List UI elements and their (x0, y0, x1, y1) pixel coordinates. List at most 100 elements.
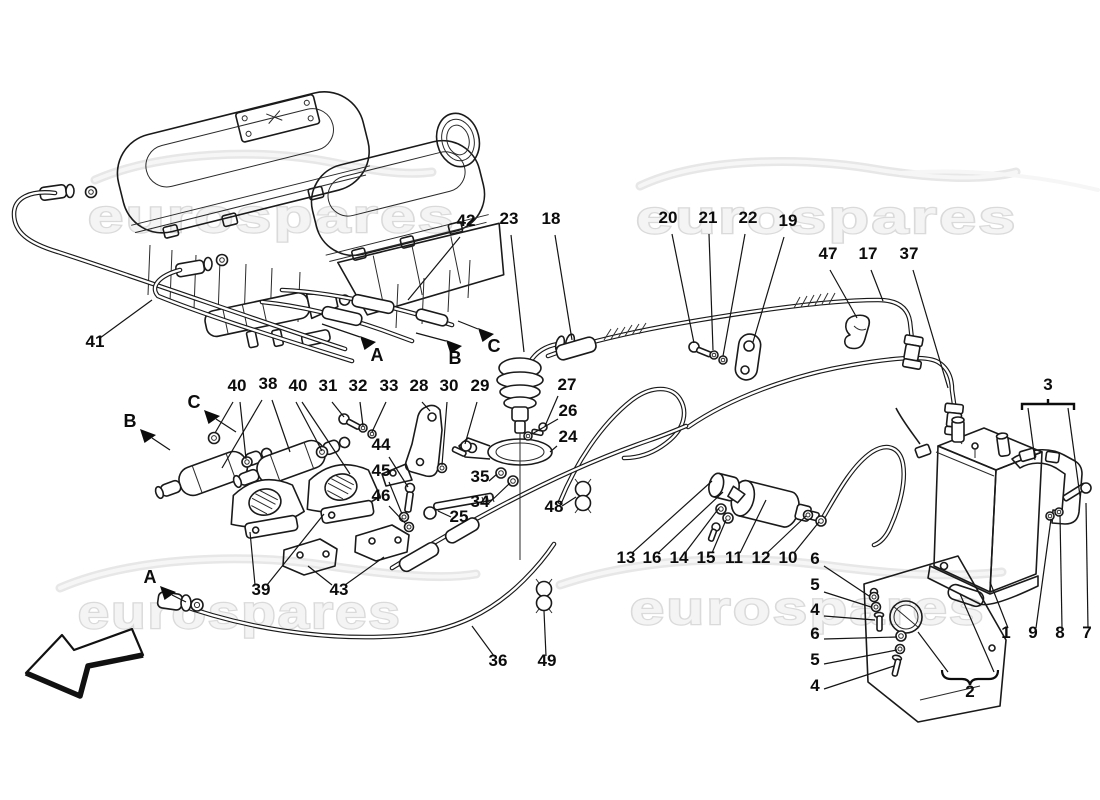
callout-29: 29 (471, 376, 490, 395)
pipe-clamp-49 (535, 578, 553, 614)
leader-line-41 (99, 299, 153, 339)
leader-line-1 (989, 581, 1009, 629)
callout-26: 26 (559, 401, 578, 420)
leader-line-26 (531, 418, 559, 435)
callout-48: 48 (545, 497, 564, 516)
air-valve-23 (496, 333, 576, 560)
callout-11: 11 (725, 548, 743, 567)
leader-line-44 (388, 456, 409, 488)
callout-8: 8 (1055, 623, 1064, 642)
screw-44-washers-45-46 (398, 482, 416, 533)
components (154, 314, 1092, 723)
mounting-plate-2 (863, 555, 1007, 723)
screws-4-5-6-upper (868, 591, 885, 632)
letter-label-C: C (188, 392, 201, 412)
leader-line-9 (1035, 518, 1052, 629)
leader-line-16 (657, 491, 724, 554)
fittings-12-10 (802, 509, 827, 527)
callout-37: 37 (900, 244, 919, 263)
arrowhead-icon-A (160, 586, 176, 600)
callout-23: 23 (500, 209, 519, 228)
leader-line-49 (543, 610, 547, 657)
callout-6: 6 (810, 624, 819, 643)
top-plate (235, 93, 321, 143)
fitting-37-upper (901, 334, 924, 370)
check-valve-1 (154, 447, 273, 500)
callout-41: 41 (86, 332, 105, 351)
pipe-s-center (557, 386, 687, 505)
leader-line-40 (214, 401, 234, 434)
leader-line-3 (1067, 407, 1081, 497)
watermark-text: eurospares (630, 582, 986, 634)
callout-33: 33 (380, 376, 399, 395)
leader-line-5 (823, 591, 872, 608)
callout-7: 7 (1082, 623, 1091, 642)
callout-6: 6 (810, 549, 819, 568)
callout-43: 43 (330, 580, 349, 599)
hose-10 (821, 444, 907, 548)
callout-24: 24 (559, 427, 578, 446)
leader-line-45 (388, 481, 403, 515)
screw-20-21-22 (688, 341, 728, 365)
pipe-36 (169, 541, 557, 640)
leader-line-22 (722, 233, 746, 357)
leader-line-6 (823, 636, 898, 640)
leader-line-46 (388, 505, 407, 525)
bolt-25 (423, 492, 495, 520)
callout-5: 5 (810, 575, 819, 594)
callout-14: 14 (670, 548, 689, 567)
callout-25: 25 (450, 507, 469, 526)
callout-17: 17 (859, 244, 878, 263)
callout-1: 1 (1001, 623, 1010, 642)
callout-39: 39 (252, 580, 271, 599)
callout-20: 20 (659, 208, 678, 227)
callout-44: 44 (372, 435, 391, 454)
callout-12: 12 (752, 548, 771, 567)
bolt-7-washers-8-9 (1045, 482, 1092, 521)
callout-40: 40 (228, 376, 247, 395)
callout-13: 13 (617, 548, 636, 567)
callout-18: 18 (542, 209, 561, 228)
callout-21: 21 (699, 208, 718, 227)
callout-3: 3 (1043, 375, 1052, 394)
letter-leader-A (171, 594, 187, 603)
support-plate-43b (354, 524, 410, 562)
pipe-clamp-48 (574, 478, 592, 514)
callout-19: 19 (779, 211, 798, 230)
watermark-text: eurospares (88, 190, 456, 242)
letter-label-A: A (371, 345, 384, 365)
letter-leader-C (457, 320, 479, 330)
screws-31-32-33 (338, 413, 377, 439)
leader-line-39 (266, 513, 325, 586)
leader-line-37 (912, 269, 949, 389)
letter-label-A: A (144, 567, 157, 587)
leader-line-4 (823, 665, 895, 690)
callout-31: 31 (319, 376, 338, 395)
throttle-inlet (435, 112, 481, 168)
letter-leader-B (151, 437, 171, 451)
pipe-37 (685, 355, 957, 430)
leader-line-2 (917, 631, 949, 673)
leader-line-43 (307, 565, 333, 586)
pipe-41b (152, 267, 355, 364)
strap-3 (1011, 447, 1083, 525)
callout-9: 9 (1028, 623, 1037, 642)
leader-line-19 (752, 236, 785, 343)
bracket-19 (734, 333, 762, 381)
callout-49: 49 (538, 651, 557, 670)
watermark-top-right: eurospares (635, 157, 1100, 244)
callout-22: 22 (739, 208, 758, 227)
leader-line-14 (684, 507, 720, 554)
leader-line-25 (437, 510, 452, 518)
leader-line-33 (371, 401, 387, 433)
leader-line-12 (766, 515, 807, 554)
braided-section (603, 322, 647, 341)
right-plenum-cover (310, 139, 505, 316)
callout-10: 10 (779, 548, 798, 567)
leader-line-47 (829, 269, 858, 319)
leader-line-43 (344, 556, 385, 586)
hose-42-lower (259, 299, 415, 344)
